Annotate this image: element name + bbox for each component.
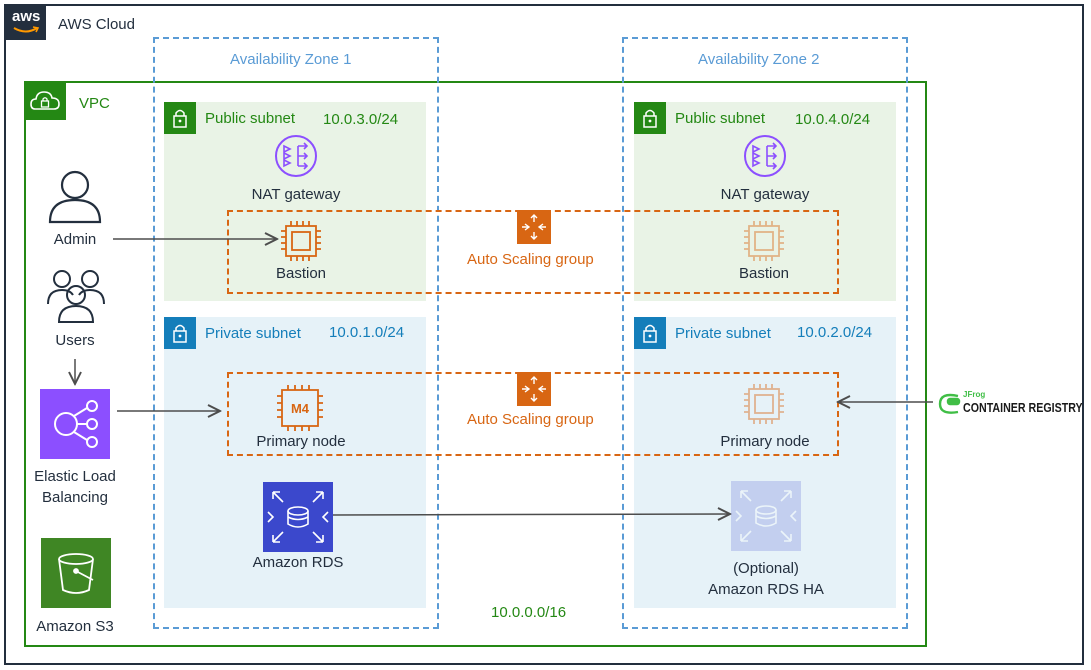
admin-label: Admin bbox=[53, 231, 97, 248]
ec2-instance-icon bbox=[279, 219, 323, 268]
private-subnet-label: Private subnet bbox=[205, 325, 301, 342]
jfrog-frog-icon bbox=[936, 391, 964, 422]
public-subnet-label: Public subnet bbox=[675, 110, 766, 127]
users-group-icon bbox=[46, 268, 106, 329]
aws-cloud-title: AWS Cloud bbox=[58, 16, 135, 33]
availability-zone-1 bbox=[153, 37, 439, 629]
public-subnet-lock-icon bbox=[634, 102, 666, 134]
auto-scaling-icon bbox=[517, 210, 551, 244]
private-subnet-cidr: 10.0.1.0/24 bbox=[329, 324, 405, 341]
private-subnet-lock-icon bbox=[164, 317, 196, 349]
vpc-cidr-label: 10.0.0.0/16 bbox=[491, 604, 567, 621]
m4-chip-label: M4 bbox=[291, 401, 310, 416]
bastion-label: Bastion bbox=[738, 265, 790, 282]
primary-node-label: Primary node bbox=[720, 433, 810, 450]
amazon-rds-ha-icon bbox=[731, 481, 801, 551]
public-subnet-label: Public subnet bbox=[205, 110, 296, 127]
availability-zone-2-title: Availability Zone 2 bbox=[698, 51, 820, 68]
public-subnet-cidr: 10.0.3.0/24 bbox=[323, 111, 399, 128]
public-subnet-lock-icon bbox=[164, 102, 196, 134]
auto-scaling-group-label: Auto Scaling group bbox=[467, 251, 594, 268]
jfrog-brand-label: JFrog bbox=[963, 390, 986, 399]
bastion-label: Bastion bbox=[275, 265, 327, 282]
amazon-s3-icon bbox=[41, 538, 111, 608]
ec2-instance-icon bbox=[742, 219, 786, 268]
vpc-cloud-icon bbox=[24, 82, 66, 120]
ec2-m4-instance-icon: M4 bbox=[275, 383, 325, 438]
private-subnet-az1 bbox=[164, 317, 426, 608]
primary-node-label: Primary node bbox=[256, 433, 346, 450]
auto-scaling-icon bbox=[517, 372, 551, 406]
private-subnet-cidr: 10.0.2.0/24 bbox=[797, 324, 873, 341]
nat-gateway-icon bbox=[743, 134, 787, 183]
private-subnet-label: Private subnet bbox=[675, 325, 771, 342]
aws-logo: aws bbox=[6, 6, 46, 40]
private-subnet-az2 bbox=[634, 317, 896, 608]
public-subnet-cidr: 10.0.4.0/24 bbox=[795, 111, 871, 128]
admin-user-icon bbox=[46, 168, 104, 229]
vpc-title: VPC bbox=[79, 95, 110, 112]
nat-gateway-label: NAT gateway bbox=[720, 186, 810, 203]
nat-gateway-label: NAT gateway bbox=[251, 186, 341, 203]
rds-to-rds-ha-arrow bbox=[331, 514, 730, 515]
rds-ha-label-line2: Amazon RDS HA bbox=[708, 581, 824, 598]
users-label: Users bbox=[55, 332, 95, 349]
elb-label-line1: Elastic Load bbox=[34, 468, 116, 485]
vpc-group bbox=[24, 81, 927, 647]
availability-zone-2 bbox=[622, 37, 908, 629]
amazon-rds-label: Amazon RDS bbox=[252, 554, 344, 571]
elastic-load-balancing-icon bbox=[40, 389, 110, 459]
aws-smile-icon bbox=[13, 26, 39, 33]
aws-logo-text: aws bbox=[12, 8, 41, 25]
rds-ha-label-line1: (Optional) bbox=[733, 560, 799, 577]
elb-label-line2: Balancing bbox=[42, 489, 108, 506]
nat-gateway-icon bbox=[274, 134, 318, 183]
auto-scaling-group-label: Auto Scaling group bbox=[467, 411, 594, 428]
availability-zone-1-title: Availability Zone 1 bbox=[230, 51, 352, 68]
private-subnet-lock-icon bbox=[634, 317, 666, 349]
amazon-rds-icon bbox=[263, 482, 333, 552]
aws-cloud-frame bbox=[4, 4, 1084, 665]
amazon-s3-label: Amazon S3 bbox=[36, 618, 114, 635]
ec2-instance-icon bbox=[742, 382, 786, 431]
container-registry-label: CONTAINER REGISTRY bbox=[963, 400, 1083, 415]
